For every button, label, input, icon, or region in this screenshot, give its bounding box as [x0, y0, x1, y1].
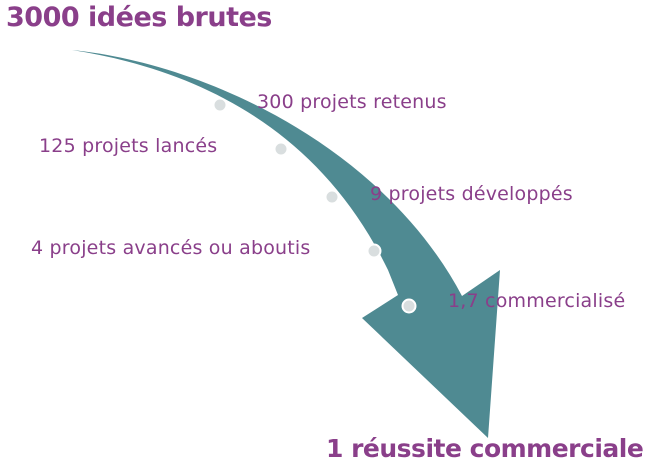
- stage-label: 1,7 commercialisé: [448, 290, 626, 312]
- stage-dot: [366, 243, 382, 259]
- stage-label: 300 projets retenus: [257, 91, 447, 113]
- top-label: 3000 idées brutes: [6, 2, 272, 33]
- stage-dot: [324, 189, 340, 205]
- stage-dot: [212, 97, 228, 113]
- stage-dot: [273, 141, 289, 157]
- stage-label: 9 projets développés: [370, 183, 573, 205]
- curved-funnel-arrow: [72, 50, 500, 438]
- stage-label: 4 projets avancés ou aboutis: [31, 237, 311, 259]
- stage-dot: [401, 298, 417, 314]
- bottom-label: 1 réussite commerciale: [326, 434, 644, 463]
- stage-label: 125 projets lancés: [39, 135, 218, 157]
